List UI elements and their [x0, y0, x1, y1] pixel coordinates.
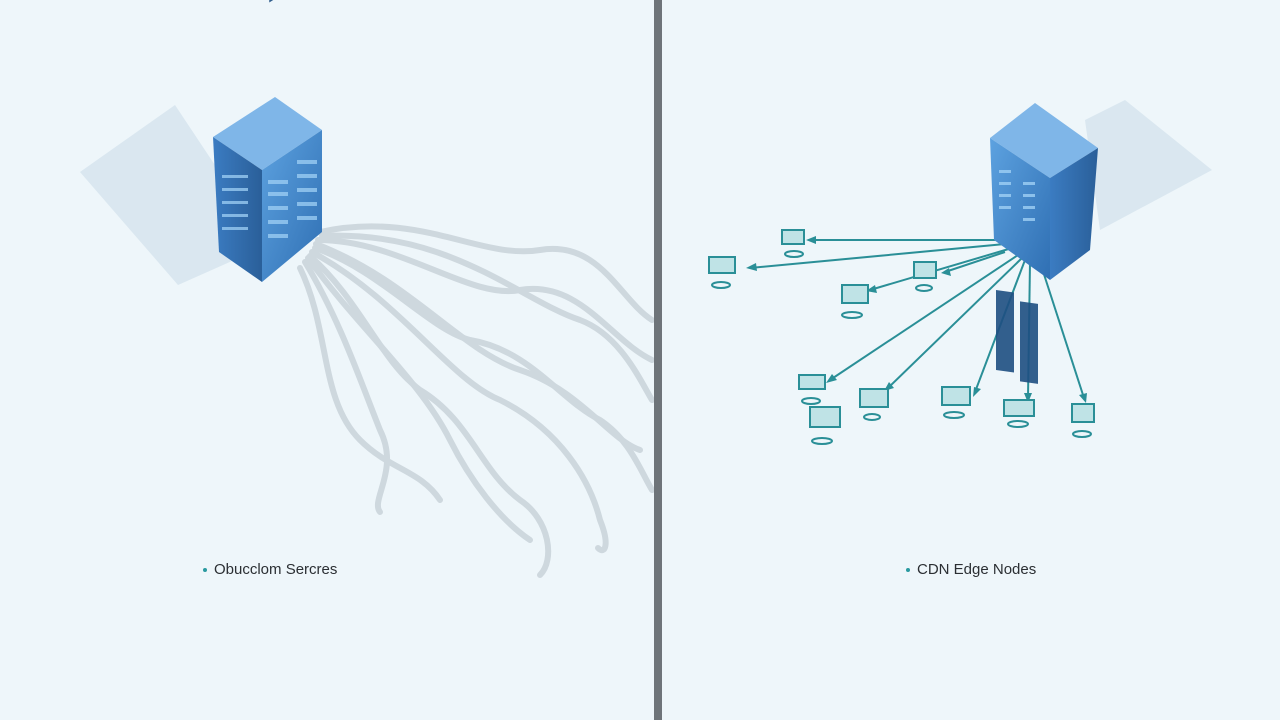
origin-cable-bundle [297, 223, 655, 578]
edge-node-icon [809, 406, 841, 445]
cdn-edge-caption: CDN Edge Nodes [906, 561, 1036, 578]
cdn-edge-label: CDN Edge Nodes [917, 561, 1037, 578]
edge-node-icons [708, 229, 1095, 445]
edge-node-icon [913, 261, 937, 292]
edge-node-icon [859, 388, 889, 421]
panel-divider [654, 0, 662, 720]
edge-server-shadow [1085, 100, 1212, 230]
edge-node-icon [1003, 399, 1035, 428]
edge-node-icon [1071, 403, 1095, 438]
edge-node-icon [708, 256, 736, 289]
bullet-dot-icon [906, 567, 910, 572]
edge-node-icon [841, 284, 869, 319]
edge-server-icon [990, 103, 1098, 384]
origin-server-icon [213, 0, 322, 282]
bullet-dot-icon [203, 567, 207, 572]
origin-servers-label: Obucclom Sercres [214, 561, 338, 578]
edge-node-icon [941, 386, 971, 419]
edge-node-icon [781, 229, 805, 258]
origin-servers-caption: Obucclom Sercres [203, 561, 337, 578]
edge-node-icon [798, 374, 826, 405]
